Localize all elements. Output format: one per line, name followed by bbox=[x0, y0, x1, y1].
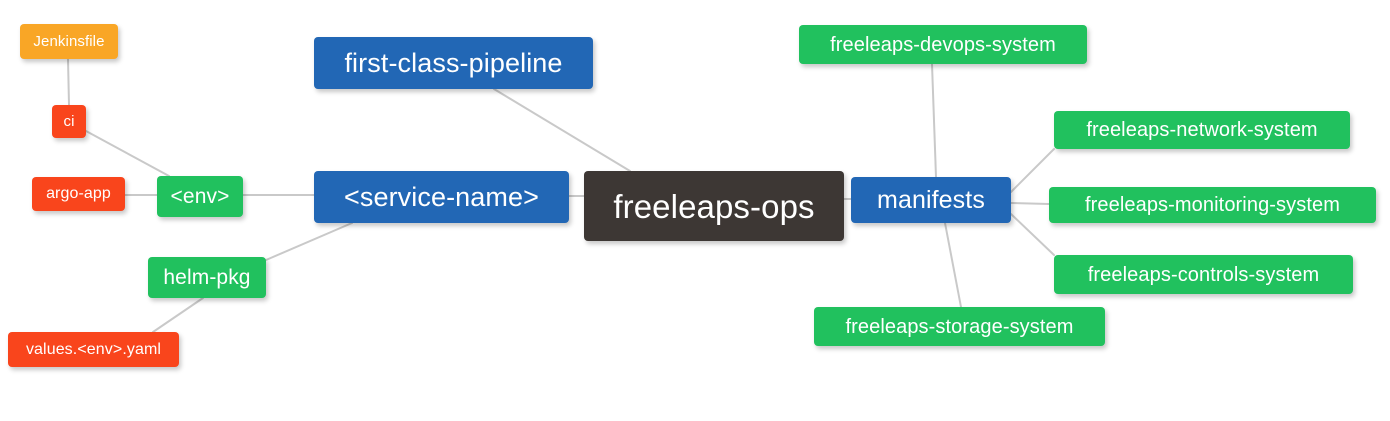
node-ci[interactable]: ci bbox=[52, 105, 86, 138]
node-label-freeleaps-network-system: freeleaps-network-system bbox=[1086, 119, 1318, 141]
edge-manifests-to-freeleaps-monitoring-system bbox=[1010, 202, 1050, 205]
node-env[interactable]: <env> bbox=[157, 176, 243, 217]
node-label-freeleaps-ops: freeleaps-ops bbox=[613, 187, 815, 225]
node-label-freeleaps-devops-system: freeleaps-devops-system bbox=[830, 33, 1056, 56]
edge-ci-to-env bbox=[85, 130, 170, 177]
node-freeleaps-ops[interactable]: freeleaps-ops bbox=[584, 171, 844, 241]
node-label-ci: ci bbox=[63, 113, 75, 130]
node-jenkinsfile[interactable]: Jenkinsfile bbox=[20, 24, 118, 59]
edge-values-env-yaml-to-helm-pkg bbox=[152, 297, 204, 333]
node-freeleaps-devops-system[interactable]: freeleaps-devops-system bbox=[799, 25, 1087, 64]
node-label-freeleaps-controls-system: freeleaps-controls-system bbox=[1087, 263, 1320, 286]
node-helm-pkg[interactable]: helm-pkg bbox=[148, 257, 266, 298]
node-manifests[interactable]: manifests bbox=[851, 177, 1011, 223]
node-label-first-class-pipeline: first-class-pipeline bbox=[344, 47, 563, 78]
edge-manifests-to-freeleaps-network-system bbox=[1010, 148, 1055, 193]
edge-jenkinsfile-to-ci bbox=[67, 58, 70, 106]
edge-manifests-to-freeleaps-devops-system bbox=[931, 63, 937, 178]
node-service-name[interactable]: <service-name> bbox=[314, 171, 569, 223]
edge-helm-pkg-to-service-name bbox=[265, 222, 353, 261]
node-freeleaps-network-system[interactable]: freeleaps-network-system bbox=[1054, 111, 1350, 149]
node-freeleaps-storage-system[interactable]: freeleaps-storage-system bbox=[814, 307, 1105, 346]
node-label-helm-pkg: helm-pkg bbox=[163, 266, 251, 289]
node-label-service-name: <service-name> bbox=[344, 181, 539, 212]
node-label-freeleaps-storage-system: freeleaps-storage-system bbox=[845, 315, 1074, 338]
node-freeleaps-monitoring-system[interactable]: freeleaps-monitoring-system bbox=[1049, 187, 1376, 223]
edge-manifests-to-freeleaps-storage-system bbox=[944, 222, 962, 308]
node-label-manifests: manifests bbox=[877, 185, 985, 214]
node-argo-app[interactable]: argo-app bbox=[32, 177, 125, 211]
edge-first-class-pipeline-to-freeleaps-ops bbox=[493, 88, 631, 172]
node-label-env: <env> bbox=[170, 185, 230, 208]
node-label-values-env-yaml: values.<env>.yaml bbox=[25, 340, 162, 358]
node-freeleaps-controls-system[interactable]: freeleaps-controls-system bbox=[1054, 255, 1353, 294]
node-label-argo-app: argo-app bbox=[46, 185, 111, 202]
node-values-env-yaml[interactable]: values.<env>.yaml bbox=[8, 332, 179, 367]
node-label-jenkinsfile: Jenkinsfile bbox=[33, 33, 105, 50]
node-label-freeleaps-monitoring-system: freeleaps-monitoring-system bbox=[1084, 194, 1340, 216]
node-first-class-pipeline[interactable]: first-class-pipeline bbox=[314, 37, 593, 89]
edge-manifests-to-freeleaps-controls-system bbox=[1010, 213, 1055, 256]
